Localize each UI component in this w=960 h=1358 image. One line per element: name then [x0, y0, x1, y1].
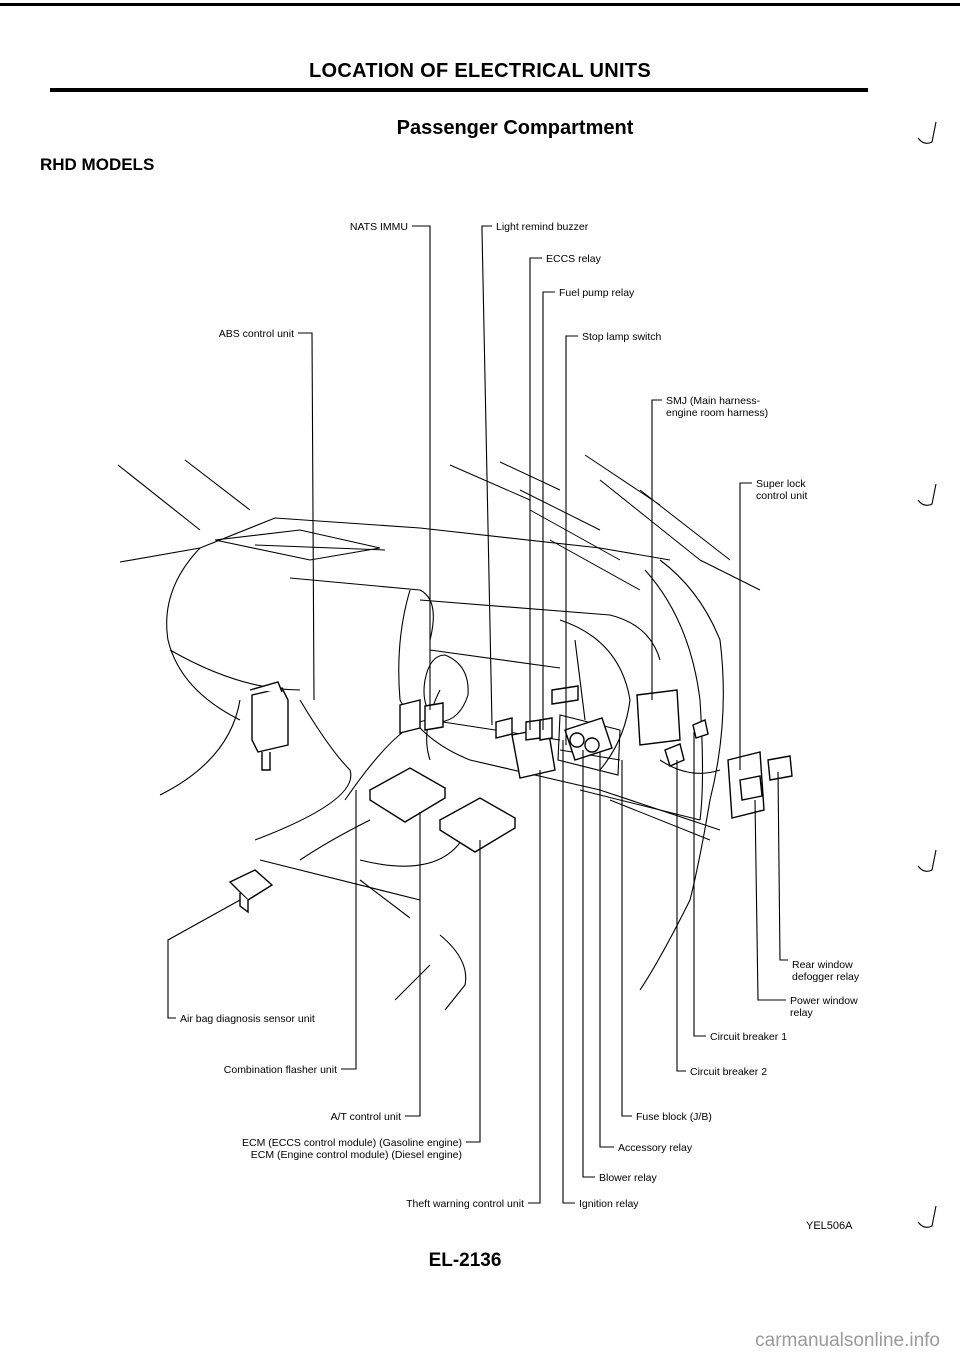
- title-underline: [50, 88, 868, 92]
- label-fuse-block: Fuse block (J/B): [636, 1111, 712, 1123]
- component-shapes: [228, 681, 793, 914]
- label-at-control-unit: A/T control unit: [331, 1111, 402, 1123]
- section-title: Passenger Compartment: [396, 117, 634, 139]
- label-accessory-relay: Accessory relay: [618, 1142, 693, 1154]
- label-abs-control-unit: ABS control unit: [219, 328, 294, 340]
- label-power-window-line1: Power window: [790, 995, 858, 1007]
- label-power-window-line2: relay: [790, 1007, 814, 1019]
- label-super-lock-line1: Super lock: [756, 478, 806, 490]
- page-title: LOCATION OF ELECTRICAL UNITS: [308, 60, 652, 82]
- label-combination-flasher: Combination flasher unit: [224, 1064, 337, 1076]
- figure-code: YEL506A: [806, 1220, 853, 1232]
- label-smj-line2: engine room harness): [666, 407, 768, 419]
- label-circuit-breaker-2: Circuit breaker 2: [690, 1066, 767, 1078]
- label-light-remind-buzzer: Light remind buzzer: [496, 221, 589, 233]
- label-super-lock-line2: control unit: [756, 490, 807, 502]
- label-ecm-line2: ECM (Engine control module) (Diesel engi…: [251, 1149, 462, 1161]
- label-stop-lamp-switch: Stop lamp switch: [582, 331, 662, 343]
- label-fuel-pump-relay: Fuel pump relay: [559, 287, 635, 299]
- label-rear-window-line2: defogger relay: [792, 971, 860, 983]
- model-label: RHD MODELS: [40, 155, 155, 174]
- check-marks: [917, 121, 937, 1228]
- leader-lines: [167, 225, 788, 1204]
- watermark: carmanualsonline.info: [755, 1330, 940, 1351]
- label-smj-line1: SMJ (Main harness-: [666, 395, 760, 407]
- top-border-line: [0, 3, 960, 6]
- label-ignition-relay: Ignition relay: [579, 1198, 639, 1210]
- label-theft-warning: Theft warning control unit: [406, 1198, 524, 1210]
- label-nats-immu: NATS IMMU: [350, 221, 408, 233]
- label-circuit-breaker-1: Circuit breaker 1: [710, 1031, 787, 1043]
- label-eccs-relay: ECCS relay: [546, 253, 602, 265]
- label-ecm-line1: ECM (ECCS control module) (Gasoline engi…: [242, 1137, 462, 1149]
- page-number: EL-2136: [428, 1250, 502, 1271]
- label-rear-window-line1: Rear window: [792, 959, 853, 971]
- label-air-bag: Air bag diagnosis sensor unit: [180, 1013, 315, 1025]
- label-blower-relay: Blower relay: [599, 1172, 658, 1184]
